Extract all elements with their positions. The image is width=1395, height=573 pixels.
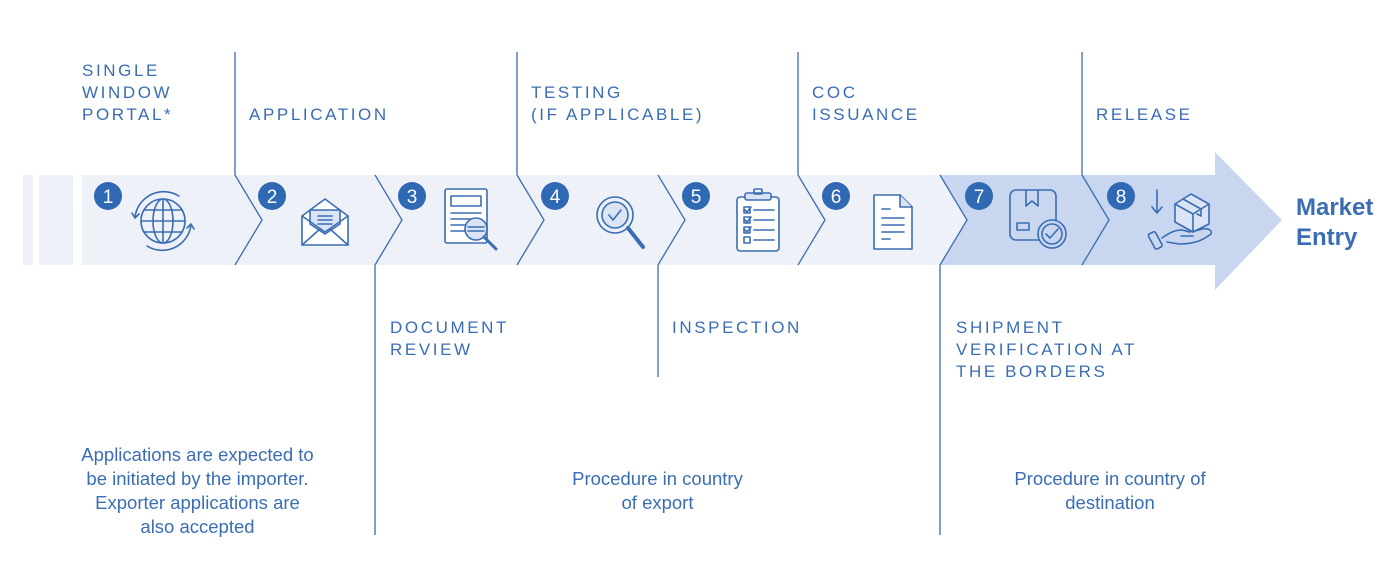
step-8-label: RELEASE [1096, 105, 1193, 124]
badge-circle [822, 182, 850, 210]
badge-circle [258, 182, 286, 210]
chevron-2-3 [374, 174, 403, 266]
market-entry-label: Market Entry [1296, 194, 1374, 251]
chevron-4-5 [657, 174, 686, 266]
magnifier-check-icon [596, 196, 645, 249]
badge-number: 7 [974, 187, 985, 208]
export-procedure-note: Procedure in country of export [572, 468, 743, 513]
box-check-icon [1009, 189, 1067, 249]
chevron-1-2 [234, 174, 263, 266]
hand-box-icon [1147, 189, 1213, 250]
badge-number: 1 [103, 187, 114, 208]
step-5-label: INSPECTION [672, 318, 802, 337]
chevron-7-8 [1081, 174, 1110, 266]
step-2-label: APPLICATION [249, 105, 389, 124]
chevron-5-6 [797, 174, 826, 266]
badge-circle [1107, 182, 1135, 210]
step-4-label: TESTING (IF APPLICABLE) [531, 83, 705, 124]
chevron-3-4 [516, 174, 545, 266]
step-6-label: COC ISSUANCE [812, 83, 920, 124]
lead-stripe [39, 175, 73, 265]
step-3-label: DOCUMENT REVIEW [390, 318, 510, 359]
badge-circle [398, 182, 426, 210]
badge-number: 6 [831, 187, 842, 208]
badge-circle [965, 182, 993, 210]
badge-number: 8 [1116, 187, 1127, 208]
step-1-label: SINGLE WINDOW PORTAL* [82, 61, 174, 124]
step-5-badge: 5 [682, 182, 710, 210]
step-4-badge: 4 [541, 182, 569, 210]
band-destination [940, 152, 1282, 290]
step-3-badge: 3 [398, 182, 426, 210]
badge-circle [682, 182, 710, 210]
document-icon [873, 194, 913, 250]
badge-circle [94, 182, 122, 210]
open-envelope-icon [301, 198, 349, 246]
clipboard-checklist-icon [736, 188, 780, 252]
badge-number: 4 [550, 187, 561, 208]
badge-number: 5 [691, 187, 702, 208]
importer-note: Applications are expected to be initiate… [81, 444, 314, 537]
badge-circle [541, 182, 569, 210]
globe-refresh-icon [131, 190, 195, 252]
connector-lines [234, 52, 1083, 535]
badge-number: 2 [267, 187, 278, 208]
step-2-badge: 2 [258, 182, 286, 210]
badge-number: 3 [407, 187, 418, 208]
chevron-6-7 [939, 174, 968, 266]
step-badges: 1 2 3 4 5 6 7 8 [94, 182, 1135, 210]
step-7-label: SHIPMENT VERIFICATION AT THE BORDERS [956, 318, 1137, 381]
step-7-badge: 7 [965, 182, 993, 210]
document-magnifier-icon [444, 188, 498, 251]
destination-procedure-note: Procedure in country of destination [1014, 468, 1206, 513]
lead-stripe [23, 175, 33, 265]
step-1-badge: 1 [94, 182, 122, 210]
step-6-badge: 6 [822, 182, 850, 210]
step-8-badge: 8 [1107, 182, 1135, 210]
chevron-separators [234, 174, 1110, 266]
